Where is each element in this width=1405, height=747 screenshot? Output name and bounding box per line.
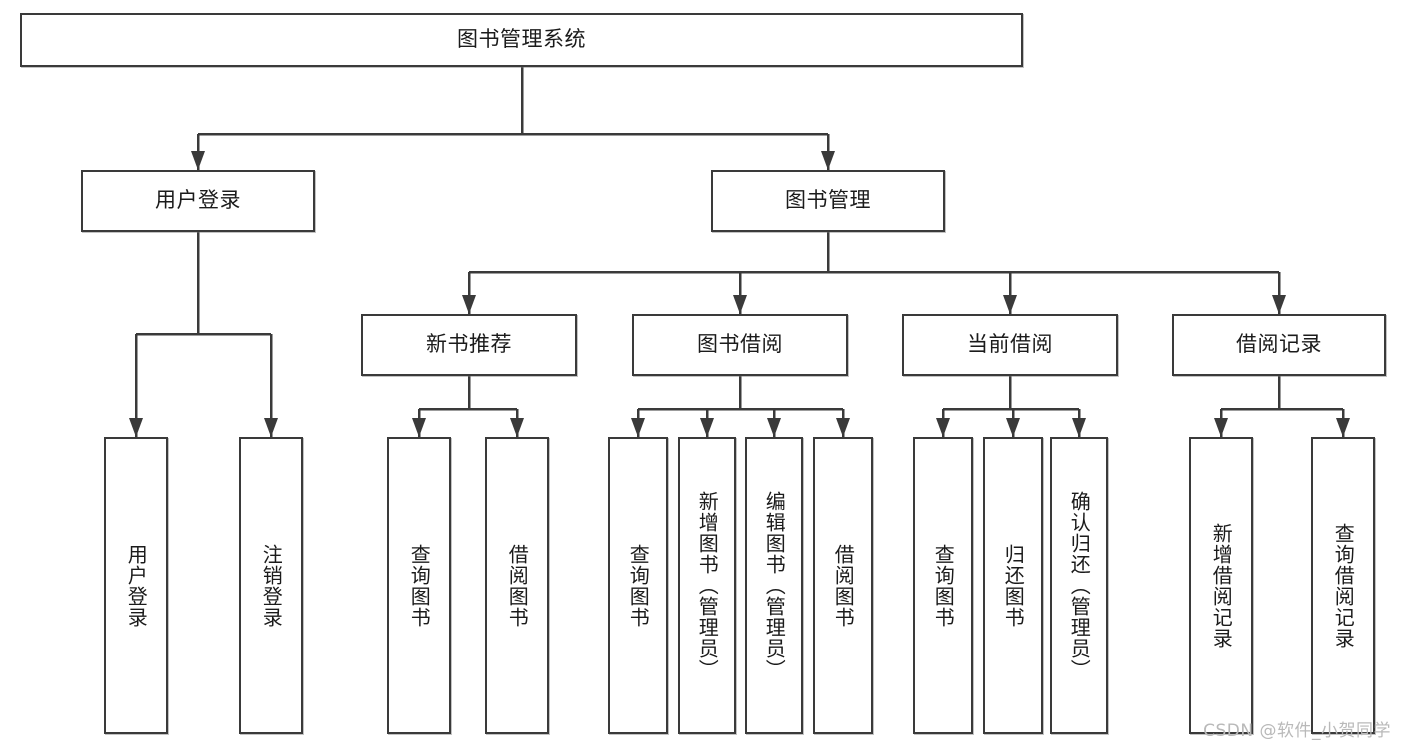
arrow-current-borrow bbox=[1003, 295, 1017, 314]
node-leaf-confirm-return[interactable]: 确认归还（管理员） bbox=[1050, 437, 1108, 734]
arrow-leaf-edit-book bbox=[767, 418, 781, 437]
arrow-borrow-record bbox=[1272, 295, 1286, 314]
node-label-leaf-logout: 注销登录 bbox=[259, 543, 284, 628]
arrow-leaf-add-record bbox=[1214, 418, 1228, 437]
node-label-current-borrow: 当前借阅 bbox=[967, 332, 1053, 357]
node-label-root: 图书管理系统 bbox=[457, 27, 586, 52]
arrow-leaf-query-book-rec bbox=[412, 418, 426, 437]
arrow-book-manage bbox=[821, 151, 835, 170]
node-user-login[interactable]: 用户登录 bbox=[81, 170, 315, 232]
arrow-leaf-return-book bbox=[1006, 418, 1020, 437]
arrow-leaf-borrow-book bbox=[836, 418, 850, 437]
node-leaf-query-record[interactable]: 查询借阅记录 bbox=[1311, 437, 1375, 734]
node-label-borrow-record: 借阅记录 bbox=[1236, 332, 1322, 357]
watermark-label: CSDN @软件_小贺同学 bbox=[1203, 721, 1391, 741]
node-label-leaf-confirm-return: 确认归还（管理员） bbox=[1067, 491, 1092, 680]
node-label-leaf-borrow-book: 借阅图书 bbox=[831, 543, 856, 628]
node-book-manage[interactable]: 图书管理 bbox=[711, 170, 945, 232]
arrow-user-login bbox=[191, 151, 205, 170]
node-label-leaf-return-book: 归还图书 bbox=[1001, 543, 1026, 628]
node-label-leaf-add-book: 新增图书（管理员） bbox=[695, 491, 720, 680]
node-label-leaf-query-book-rec: 查询图书 bbox=[407, 543, 432, 628]
node-label-leaf-add-record: 新增借阅记录 bbox=[1209, 522, 1234, 649]
node-label-leaf-borrow-book-rec: 借阅图书 bbox=[505, 543, 530, 628]
node-leaf-query-book-cur[interactable]: 查询图书 bbox=[913, 437, 973, 734]
arrow-leaf-borrow-book-rec bbox=[510, 418, 524, 437]
node-leaf-edit-book[interactable]: 编辑图书（管理员） bbox=[745, 437, 803, 734]
node-label-book-borrow: 图书借阅 bbox=[697, 332, 783, 357]
node-label-leaf-query-book-cur: 查询图书 bbox=[931, 543, 956, 628]
arrow-leaf-query-book-borrow bbox=[631, 418, 645, 437]
node-new-book-recommend[interactable]: 新书推荐 bbox=[361, 314, 577, 376]
node-label-leaf-query-book-borrow: 查询图书 bbox=[626, 543, 651, 628]
node-label-leaf-edit-book: 编辑图书（管理员） bbox=[762, 491, 787, 680]
node-book-borrow[interactable]: 图书借阅 bbox=[632, 314, 848, 376]
node-borrow-record[interactable]: 借阅记录 bbox=[1172, 314, 1386, 376]
arrow-leaf-logout bbox=[264, 418, 278, 437]
arrow-leaf-query-book-cur bbox=[936, 418, 950, 437]
arrow-leaf-confirm-return bbox=[1072, 418, 1086, 437]
node-current-borrow[interactable]: 当前借阅 bbox=[902, 314, 1118, 376]
node-label-leaf-query-record: 查询借阅记录 bbox=[1331, 522, 1356, 649]
node-leaf-logout[interactable]: 注销登录 bbox=[239, 437, 303, 734]
arrow-leaf-query-record bbox=[1336, 418, 1350, 437]
arrow-new-book-recommend bbox=[462, 295, 476, 314]
arrow-leaf-user-login bbox=[129, 418, 143, 437]
node-leaf-query-book-borrow[interactable]: 查询图书 bbox=[608, 437, 668, 734]
node-root[interactable]: 图书管理系统 bbox=[20, 13, 1023, 67]
node-leaf-query-book-rec[interactable]: 查询图书 bbox=[387, 437, 451, 734]
arrow-book-borrow bbox=[733, 295, 747, 314]
node-leaf-borrow-book[interactable]: 借阅图书 bbox=[813, 437, 873, 734]
node-leaf-add-book[interactable]: 新增图书（管理员） bbox=[678, 437, 736, 734]
node-label-user-login: 用户登录 bbox=[155, 188, 241, 213]
arrow-leaf-add-book bbox=[700, 418, 714, 437]
node-leaf-borrow-book-rec[interactable]: 借阅图书 bbox=[485, 437, 549, 734]
node-leaf-add-record[interactable]: 新增借阅记录 bbox=[1189, 437, 1253, 734]
node-label-leaf-user-login: 用户登录 bbox=[124, 543, 149, 628]
node-leaf-user-login[interactable]: 用户登录 bbox=[104, 437, 168, 734]
node-label-book-manage: 图书管理 bbox=[785, 188, 871, 213]
node-label-new-book-recommend: 新书推荐 bbox=[426, 332, 512, 357]
node-leaf-return-book[interactable]: 归还图书 bbox=[983, 437, 1043, 734]
